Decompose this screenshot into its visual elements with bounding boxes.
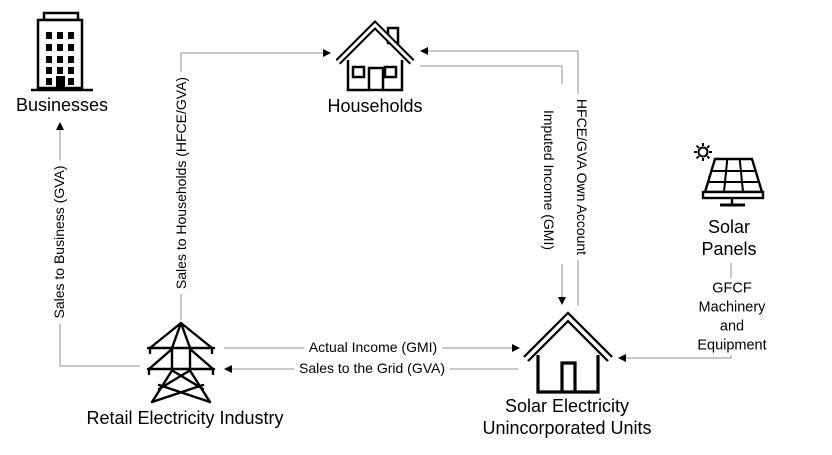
own-account-edge-label: HFCE/GVA Own Account (571, 93, 593, 261)
family-home-icon (336, 20, 415, 92)
solar-panels-label: Solar Panels (701, 217, 757, 259)
sales-to-households-edge-label: Sales to Households (HFCE/GVA) (170, 71, 192, 295)
arrowhead-left-households (420, 47, 428, 55)
gfcf-edge-label: GFCF Machinery and Equipment (682, 278, 782, 356)
businesses-label: Businesses (15, 95, 109, 116)
arrowhead-right-households (323, 49, 331, 57)
arrowhead-right-solar-units (512, 344, 520, 352)
office-building-icon (31, 11, 93, 92)
arrowhead-left-pylon (224, 365, 232, 373)
sales-to-business-edge-label: Sales to Business (GVA) (48, 160, 70, 324)
transmission-tower-icon (146, 321, 216, 404)
imputed-income-edge-label: Imputed Income (GMI) (538, 104, 560, 256)
households-label: Households (327, 96, 423, 117)
actual-income-edge-label: Actual Income (GMI) (303, 336, 443, 358)
edge-imputed-income (420, 65, 563, 84)
arrowhead-down-solar-units (558, 297, 566, 305)
retail-electricity-industry-label: Retail Electricity Industry (86, 408, 284, 429)
edge-sales-to-households (180, 52, 323, 320)
sales-to-grid-edge-label: Sales to the Grid (GVA) (293, 357, 451, 379)
arrowhead-left-solar-units-gfcf (618, 354, 626, 362)
edge-sales-to-business (59, 130, 140, 367)
solar-electricity-unincorporated-units-label: Solar Electricity Unincorporated Units (482, 396, 652, 438)
arrowhead-up-businesses (56, 122, 64, 130)
house-icon (523, 311, 613, 394)
solar-panel-icon (694, 143, 765, 207)
